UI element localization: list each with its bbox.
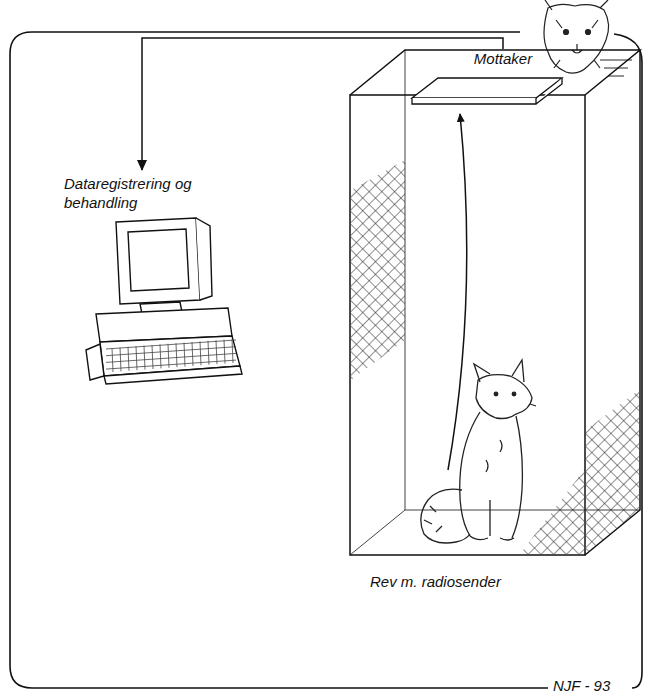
signal-arrow	[448, 114, 467, 470]
keyboard-keys	[106, 339, 236, 372]
receiver-node: Mottaker	[428, 49, 578, 74]
fox-head	[544, 0, 609, 73]
node-text: Rev m. radiosender	[370, 572, 501, 591]
computer	[86, 218, 242, 384]
mesh	[520, 470, 584, 554]
data-connector	[142, 38, 503, 170]
fox	[421, 360, 536, 543]
mesh	[351, 160, 405, 380]
mesh	[586, 390, 639, 554]
figure-code: NJF - 93	[550, 676, 613, 695]
receiver-slab	[412, 78, 562, 104]
node-text: Mottaker	[428, 49, 578, 68]
cage-node: Rev m. radiosender Mottaker	[346, 45, 644, 605]
computer-label-node: Dataregistrering og behandling	[62, 172, 262, 220]
cage	[350, 50, 640, 555]
node-text: Dataregistrering og behandling	[62, 172, 216, 214]
frame	[10, 32, 642, 688]
